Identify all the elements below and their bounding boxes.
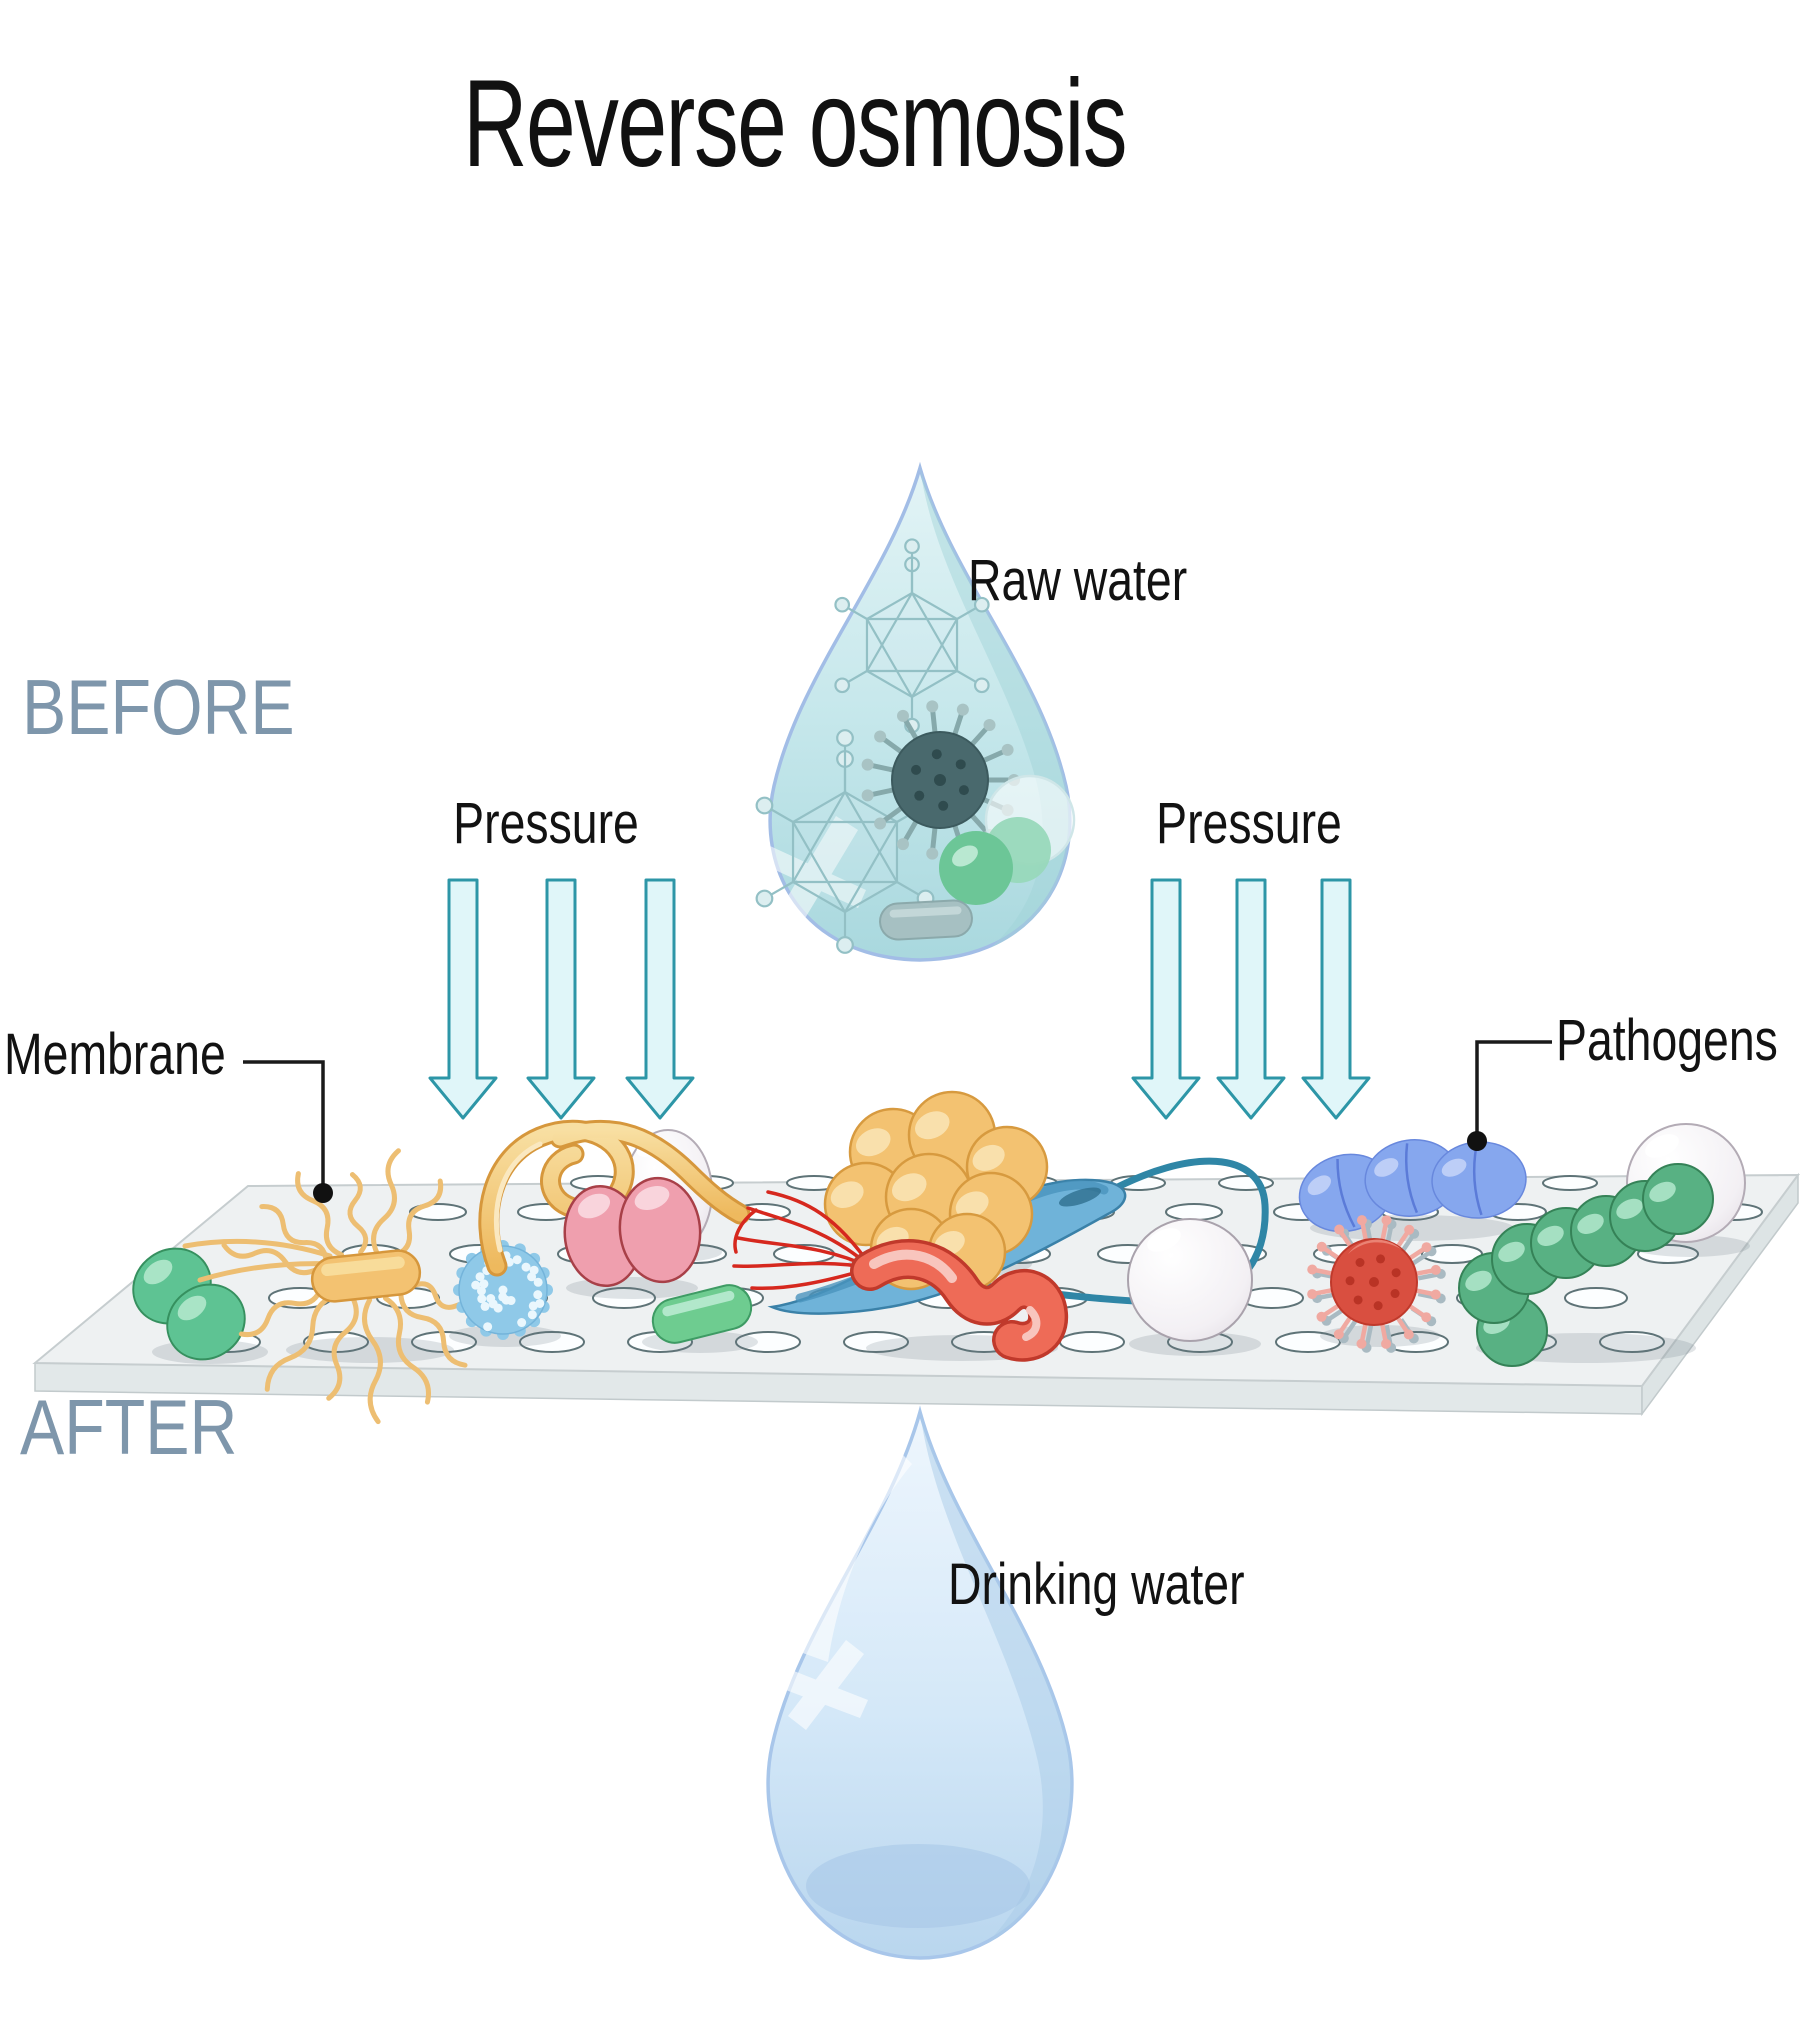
membrane-pore-icon: [1542, 1175, 1598, 1191]
egg-cell-icon: [1127, 1218, 1253, 1342]
sphere-highlight: [952, 845, 978, 867]
green-sphere-icon: [939, 831, 1013, 905]
drop-bottom-shade: [806, 1844, 1030, 1928]
drop-inner-shade: [920, 1412, 1072, 1944]
pressure-arrow-icon: [428, 878, 498, 1120]
after-label: AFTER: [20, 1383, 238, 1471]
pink-diplococcus-icon: [563, 1176, 702, 1288]
shadow: [286, 1337, 454, 1363]
shadow: [566, 1277, 698, 1299]
pressure-arrow-icon: [1131, 878, 1201, 1120]
membrane-pore-icon: [843, 1331, 909, 1353]
pressure-right-label: Pressure: [1156, 791, 1342, 856]
pathogens-pointer: [1467, 1040, 1552, 1151]
membrane-pore-icon: [1165, 1203, 1223, 1221]
rod-bacterium-icon: [879, 899, 973, 941]
drinking-water-label: Drinking water: [948, 1552, 1245, 1617]
red-bacterium-icon: [850, 1239, 1068, 1362]
dotted-virus-icon: [453, 1240, 553, 1340]
blue-diplococci-chain-icon: [1298, 1139, 1527, 1233]
egg-highlight: [1147, 1228, 1181, 1252]
pearl-highlight: [1645, 1134, 1679, 1158]
molecule-icon: [755, 729, 935, 954]
membrane-pore-icon: [1059, 1331, 1125, 1353]
membrane-pointer: [243, 1060, 333, 1203]
molecule-icon: [834, 538, 990, 734]
spirochete-icon: [478, 1119, 751, 1277]
pathogens-label: Pathogens: [1556, 1008, 1778, 1073]
drinking-water-drop: [766, 1405, 1074, 1960]
raw-water-drop: [755, 461, 1076, 962]
membrane-pore-icon: [1421, 1244, 1483, 1264]
pressure-arrow-icon: [526, 878, 596, 1120]
pressure-left-label: Pressure: [453, 791, 639, 856]
drop-shine: [770, 1450, 912, 1730]
membrane-pore-icon: [735, 1331, 801, 1353]
pressure-arrows: [428, 878, 1371, 1120]
membrane-label: Membrane: [4, 1022, 226, 1087]
flagellated-bacterium-icon: [310, 1249, 422, 1303]
green-capsule-icon: [651, 1284, 753, 1344]
pathogens-on-membrane: [132, 1090, 1750, 1425]
page-title: Reverse osmosis: [463, 55, 1128, 193]
pressure-arrow-icon: [1216, 878, 1286, 1120]
pressure-arrow-icon: [625, 878, 695, 1120]
membrane-pore-icon: [1599, 1331, 1665, 1353]
drop-inner-shade: [920, 468, 1070, 948]
membrane-pore-icon: [1564, 1287, 1628, 1309]
raw-water-label: Raw water: [968, 548, 1188, 613]
red-spiky-virus-icon: [1307, 1215, 1446, 1353]
membrane-pore-icon: [1275, 1331, 1341, 1353]
membrane-pore-icon: [592, 1287, 656, 1309]
membrane-pore-icon: [519, 1331, 585, 1353]
pressure-arrow-icon: [1301, 878, 1371, 1120]
streptococcus-chain-icon: [1458, 1163, 1714, 1367]
shadow: [1129, 1332, 1261, 1356]
before-label: BEFORE: [22, 663, 295, 751]
molecule-icons: [755, 538, 990, 954]
green-diplococcus-icon: [132, 1247, 246, 1361]
